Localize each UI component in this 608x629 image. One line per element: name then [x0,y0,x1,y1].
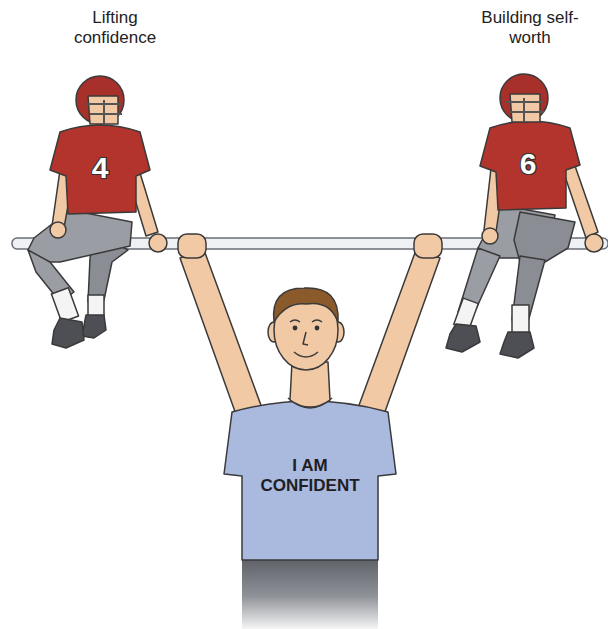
right-football-player [446,74,603,358]
confident-lifter [178,234,442,629]
shirt-slogan: I AM CONFIDENT [250,456,370,497]
caption-label: Building self-worth [480,8,580,49]
left-football-player [28,76,167,348]
caption-label: Lifting confidence [65,8,165,49]
jersey-number: 4 [80,150,120,186]
jersey-number: 6 [508,146,548,182]
